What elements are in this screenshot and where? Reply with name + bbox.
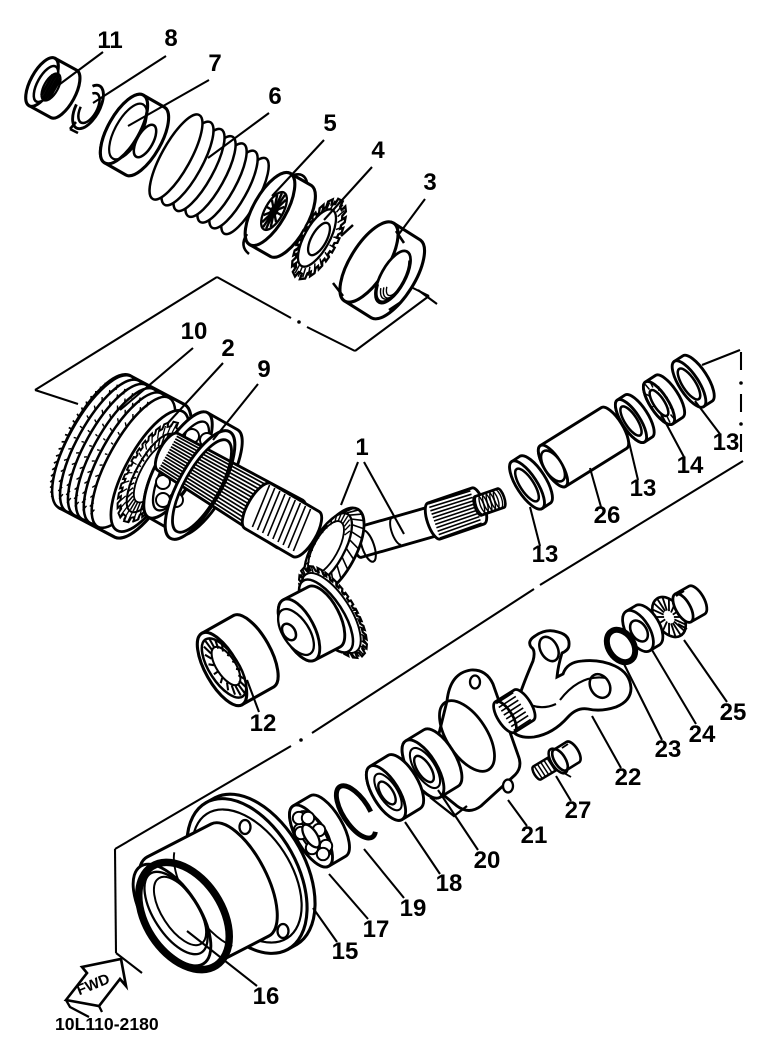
svg-text:6: 6 bbox=[268, 83, 281, 110]
svg-text:22: 22 bbox=[615, 764, 642, 791]
svg-text:18: 18 bbox=[436, 870, 463, 897]
svg-text:1: 1 bbox=[355, 434, 368, 461]
svg-text:8: 8 bbox=[164, 25, 177, 52]
svg-text:25: 25 bbox=[720, 699, 747, 726]
svg-text:14: 14 bbox=[677, 452, 704, 479]
svg-text:17: 17 bbox=[363, 916, 390, 943]
svg-text:5: 5 bbox=[323, 110, 336, 137]
svg-text:9: 9 bbox=[257, 356, 270, 383]
svg-text:4: 4 bbox=[371, 137, 385, 164]
svg-text:15: 15 bbox=[332, 938, 359, 965]
svg-text:26: 26 bbox=[594, 502, 621, 529]
svg-text:7: 7 bbox=[208, 50, 221, 77]
svg-text:13: 13 bbox=[630, 475, 657, 502]
svg-text:3: 3 bbox=[423, 169, 436, 196]
svg-text:10L110-2180: 10L110-2180 bbox=[55, 1014, 159, 1034]
svg-text:13: 13 bbox=[532, 541, 559, 568]
svg-text:2: 2 bbox=[221, 335, 234, 362]
svg-text:13: 13 bbox=[713, 429, 740, 456]
svg-text:24: 24 bbox=[689, 721, 716, 748]
svg-text:23: 23 bbox=[655, 736, 682, 763]
svg-text:12: 12 bbox=[250, 710, 277, 737]
svg-text:20: 20 bbox=[474, 847, 501, 874]
svg-text:19: 19 bbox=[400, 895, 427, 922]
svg-text:27: 27 bbox=[565, 797, 592, 824]
svg-text:16: 16 bbox=[253, 983, 280, 1010]
svg-text:11: 11 bbox=[97, 27, 122, 54]
svg-text:21: 21 bbox=[521, 822, 548, 849]
svg-text:10: 10 bbox=[181, 318, 208, 345]
